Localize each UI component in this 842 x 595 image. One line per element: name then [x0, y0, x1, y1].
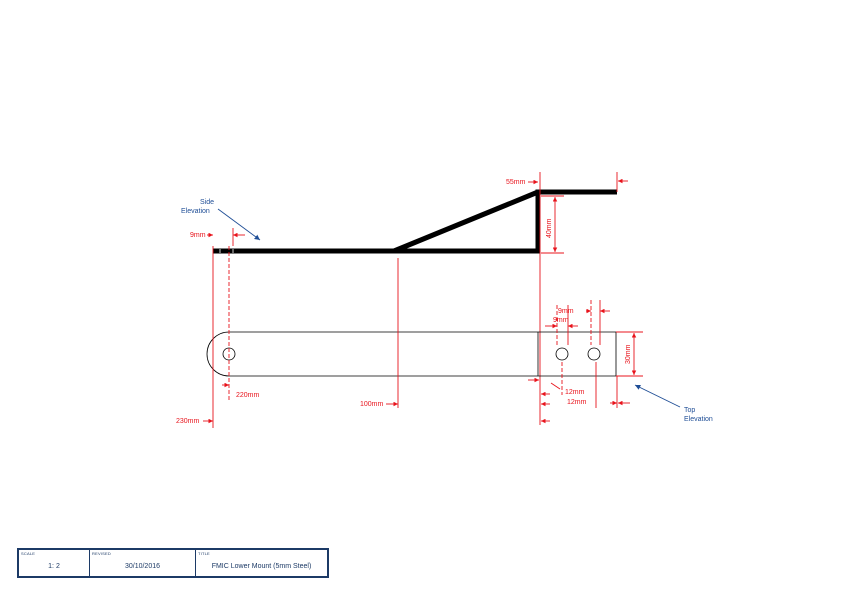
- scale-label: SCALE: [21, 551, 36, 556]
- dim-9mm-b-text: 9mm: [553, 317, 569, 324]
- dim-9mm-a-text: 9mm: [558, 308, 574, 315]
- dim-9mm-b: 9mm: [545, 317, 578, 329]
- side-elevation-profile: [213, 189, 617, 254]
- title-block-scale: SCALE 1: 2: [19, 550, 90, 576]
- dim-9mm-a: 9mm: [558, 308, 610, 315]
- hole-mid: [555, 347, 569, 361]
- top-elevation-label-line2: Elevation: [684, 416, 713, 423]
- title-block: SCALE 1: 2 REVISED 30/10/2016 TITLE FMIC…: [17, 548, 329, 578]
- dim-12mm-a-text: 12mm: [565, 389, 585, 396]
- dim-55mm-text: 55mm: [506, 179, 526, 186]
- side-elevation-leader: [217, 208, 261, 241]
- top-elevation-label-line1: Top: [684, 407, 695, 414]
- dim-55mm: 55mm: [506, 172, 628, 425]
- dim-220mm: 220mm: [222, 382, 260, 399]
- revised-label: REVISED: [92, 551, 111, 556]
- side-elevation-label-line1: Side: [200, 199, 214, 206]
- revised-value: 30/10/2016: [124, 563, 161, 570]
- dim-40mm: 40mm: [541, 195, 564, 254]
- side-elevation-label-line2: Elevation: [181, 208, 210, 215]
- dim-100mm: 100mm: [360, 401, 398, 408]
- title-block-title: TITLE FMIC Lower Mount (5mm Steel): [196, 550, 327, 576]
- hole-right: [587, 347, 601, 361]
- title-label: TITLE: [198, 551, 210, 556]
- dim-12mm-b-text: 12mm: [567, 399, 587, 406]
- title-value: FMIC Lower Mount (5mm Steel): [211, 563, 312, 570]
- dim-9mm-side-text: 9mm: [190, 232, 206, 239]
- dim-220mm-text: 220mm: [236, 392, 260, 399]
- dim-12mm-a: 12mm: [550, 382, 585, 396]
- dim-30mm-text: 30mm: [625, 344, 632, 364]
- top-elevation-profile: [206, 331, 617, 377]
- scale-value: 1: 2: [48, 563, 60, 570]
- top-elevation-leader: [634, 384, 681, 408]
- dim-100mm-text: 100mm: [360, 401, 384, 408]
- dim-230mm-text: 230mm: [176, 418, 200, 425]
- dim-230mm: 230mm: [176, 418, 550, 425]
- dim-30mm: 30mm: [625, 333, 637, 375]
- dim-12mm-b: 12mm: [567, 399, 630, 406]
- dim-40mm-text: 40mm: [546, 218, 553, 238]
- dim-9mm-side: 9mm: [190, 232, 245, 239]
- title-block-revised: REVISED 30/10/2016: [90, 550, 196, 576]
